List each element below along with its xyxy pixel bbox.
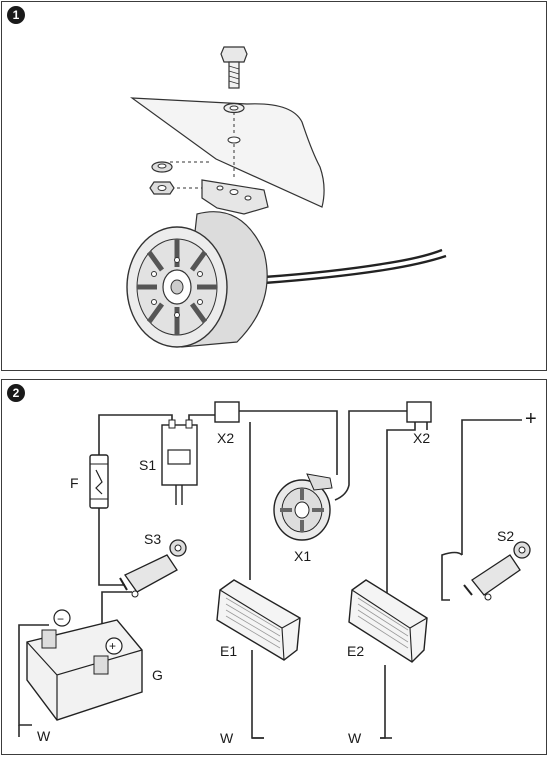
connector-x2-left-icon <box>214 401 240 423</box>
mounting-panel-plate <box>130 97 325 208</box>
lamp-e1-label: E1 <box>220 643 237 659</box>
mounting-illustration <box>126 46 447 348</box>
connector-x2-right-label: X2 <box>413 430 430 446</box>
switch-s1-label: S1 <box>139 457 156 473</box>
siren-x1-icon <box>273 473 333 541</box>
siren-bracket <box>201 179 269 215</box>
ground-w-label: W <box>220 730 234 746</box>
plus-terminal-label: + <box>525 408 537 430</box>
battery-plus-label: + <box>109 639 116 653</box>
siren-cable <box>263 248 443 279</box>
siren-icon <box>126 211 268 348</box>
switch-s2-icon <box>463 541 531 601</box>
connector-x2-right-icon <box>406 401 432 423</box>
step-number-badge: 1 <box>7 6 25 24</box>
mounting-step-panel: 1 <box>1 1 547 371</box>
switch-s3-icon <box>119 539 187 598</box>
nut-icon <box>149 161 175 195</box>
ground-w-label: W <box>348 730 362 746</box>
ground-symbols <box>18 725 392 739</box>
switch-s1-icon <box>161 419 198 505</box>
wiring-diagram: F S1 X2 X2 X1 S3 S2 G E1 E2 W W W + − + <box>18 401 537 746</box>
step-number-badge: 2 <box>7 384 25 402</box>
washer-icon <box>223 102 245 144</box>
assembly-guide-lines <box>170 112 235 189</box>
bolt-icon <box>220 46 248 89</box>
lamp-e2-label: E2 <box>347 643 364 659</box>
battery-label: G <box>152 667 163 683</box>
switch-s2-label: S2 <box>497 528 514 544</box>
connector-x2-left-label: X2 <box>217 430 234 446</box>
ground-w-label: W <box>37 728 51 744</box>
battery-icon <box>26 609 143 721</box>
siren-label: X1 <box>294 548 311 564</box>
fuse-icon <box>89 454 109 509</box>
lamp-e2-icon <box>348 579 428 663</box>
switch-s3-label: S3 <box>144 531 161 547</box>
wiring-step-panel: 2 <box>1 379 547 755</box>
fuse-label: F <box>70 475 79 491</box>
battery-minus-label: − <box>57 612 64 626</box>
lamp-e1-icon <box>216 579 301 661</box>
